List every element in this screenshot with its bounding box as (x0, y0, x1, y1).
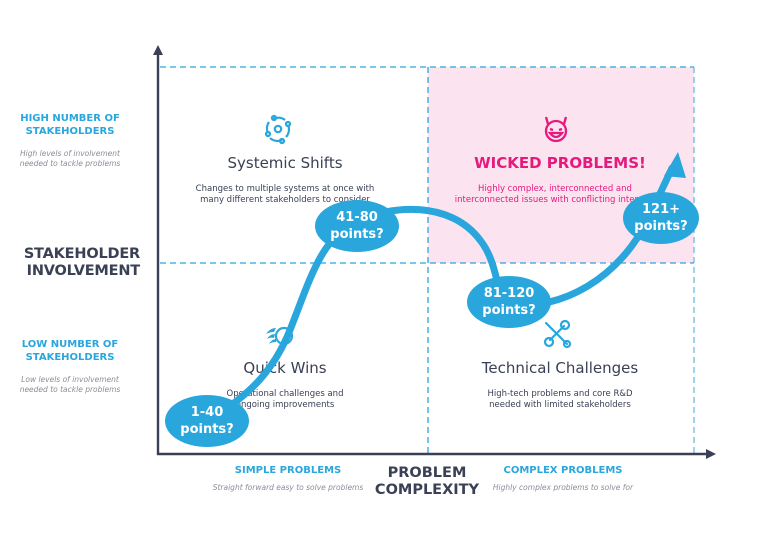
systemic-desc-line1: Changes to multiple systems at once with (195, 184, 375, 194)
x-axis-arrowhead (706, 449, 716, 459)
quadrant-desc-wicked-problems: Highly complex, interconnected and inter… (425, 184, 685, 206)
bubble-3-line2: points? (482, 303, 535, 318)
bubble-41-80: 41-80 points? (315, 200, 399, 252)
y-high-label-line1: HIGH NUMBER OF (20, 113, 120, 124)
y-low-label: LOW NUMBER OF STAKEHOLDERS (0, 338, 140, 364)
bubble-2-line2: points? (330, 227, 383, 242)
y-low-label-line1: LOW NUMBER OF (21, 339, 119, 350)
wicked-desc-line1: Highly complex, interconnected and (478, 184, 632, 194)
x-simple-desc: Straight forward easy to solve problems (212, 483, 364, 492)
technical-desc-line1: High-tech problems and core R&D (487, 389, 633, 399)
x-axis-title-line1: PROBLEM (387, 465, 467, 481)
quick-wins-desc-line2: ongoing improvements (235, 400, 335, 410)
bubble-2-line1: 41-80 (336, 210, 378, 225)
y-high-label-line2: STAKEHOLDERS (25, 126, 115, 137)
progression-curve (201, 164, 676, 427)
technical-desc-line2: needed with limited stakeholders (489, 400, 631, 410)
x-complex-label: COMPLEX PROBLEMS (503, 465, 623, 476)
bubble-3-line1: 81-120 (484, 286, 535, 301)
wrench-screwdriver-icon (543, 319, 572, 349)
quick-wins-desc-line1: Operational challenges and (226, 389, 344, 399)
bubble-4-line2: points? (634, 219, 687, 234)
bubble-4-line1: 121+ (642, 202, 680, 217)
y-high-label: HIGH NUMBER OF STAKEHOLDERS (0, 112, 140, 138)
devil-face-icon (544, 116, 568, 143)
quadrant-title-wicked-problems: WICKED PROBLEMS! (474, 154, 646, 172)
quadrant-desc-technical-challenges: High-tech problems and core R&D needed w… (440, 389, 680, 411)
y-axis-title: STAKEHOLDER INVOLVEMENT (0, 246, 140, 280)
x-complex-desc: Highly complex problems to solve for (492, 483, 634, 492)
y-axis-title-line2: INVOLVEMENT (26, 263, 141, 279)
y-axis-title-line1: STAKEHOLDER (23, 246, 140, 262)
bubble-1-line1: 1-40 (191, 405, 224, 420)
bubble-1-40: 1-40 points? (165, 395, 249, 447)
x-simple-label: SIMPLE PROBLEMS (234, 465, 342, 476)
y-high-desc-line2: needed to tackle problems (19, 159, 121, 168)
y-low-desc-line2: needed to tackle problems (19, 385, 121, 394)
bubble-121-plus: 121+ points? (623, 192, 699, 244)
y-low-desc: Low levels of involvement needed to tack… (0, 375, 145, 395)
x-axis-title: PROBLEM COMPLEXITY (357, 465, 497, 499)
quadrant-title-systemic-shifts: Systemic Shifts (227, 154, 343, 172)
network-cycle-icon (264, 114, 292, 144)
bubble-1-line2: points? (180, 422, 233, 437)
systemic-desc-line2: many different stakeholders to consider (200, 195, 370, 205)
x-axis-title-line2: COMPLEXITY (374, 482, 480, 498)
quadrant-desc-systemic-shifts: Changes to multiple systems at once with… (170, 184, 400, 206)
y-axis-arrowhead (153, 45, 163, 55)
wicked-desc-line2: interconnected issues with conflicting i… (454, 195, 656, 205)
bubble-81-120: 81-120 points? (467, 276, 551, 328)
curve-arrowhead (664, 152, 686, 178)
y-low-desc-line1: Low levels of involvement (21, 375, 119, 384)
y-high-desc: High levels of involvement needed to tac… (0, 149, 145, 169)
rocket-icon (266, 326, 294, 346)
y-high-desc-line1: High levels of involvement (20, 149, 120, 158)
quadrant-title-technical-challenges: Technical Challenges (481, 359, 639, 377)
y-low-label-line2: STAKEHOLDERS (25, 352, 115, 363)
quadrant-desc-quick-wins: Operational challenges and ongoing impro… (190, 389, 380, 411)
